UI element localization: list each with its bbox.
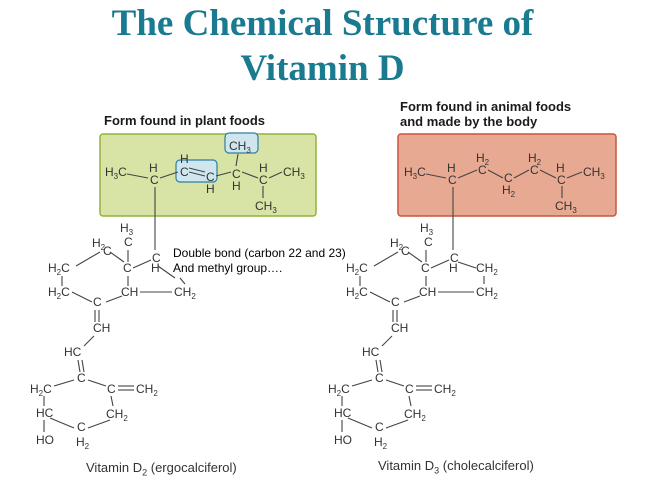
methyl-group-highlight bbox=[224, 132, 259, 154]
svg-text:C: C bbox=[103, 244, 112, 258]
annotation-line-1: Double bond (carbon 22 and 23) bbox=[173, 246, 346, 260]
svg-text:C: C bbox=[232, 167, 241, 181]
svg-text:CH3: CH3 bbox=[255, 199, 277, 215]
svg-text:CH2: CH2 bbox=[174, 285, 196, 301]
svg-text:HC: HC bbox=[36, 406, 54, 420]
svg-text:HC: HC bbox=[334, 406, 352, 420]
svg-text:C: C bbox=[259, 173, 268, 187]
svg-text:C: C bbox=[375, 371, 384, 385]
svg-text:H: H bbox=[232, 179, 241, 193]
svg-text:C: C bbox=[107, 382, 116, 396]
svg-text:C: C bbox=[150, 173, 159, 187]
svg-text:CH2: CH2 bbox=[476, 261, 498, 277]
svg-text:CH: CH bbox=[93, 321, 110, 335]
svg-text:HO: HO bbox=[36, 433, 54, 447]
svg-text:C: C bbox=[530, 163, 539, 177]
svg-text:CH: CH bbox=[391, 321, 408, 335]
svg-text:C: C bbox=[424, 235, 433, 249]
svg-text:CH2: CH2 bbox=[106, 407, 128, 423]
svg-text:C: C bbox=[448, 173, 457, 187]
svg-text:H2: H2 bbox=[76, 435, 90, 451]
svg-text:CH3: CH3 bbox=[229, 139, 251, 155]
svg-text:H: H bbox=[447, 161, 456, 175]
plant-form-heading: Form found in plant foods bbox=[104, 113, 266, 128]
svg-text:C: C bbox=[152, 251, 161, 265]
svg-text:C: C bbox=[375, 420, 384, 434]
svg-text:H2C: H2C bbox=[346, 285, 368, 301]
svg-text:H2C: H2C bbox=[30, 382, 52, 398]
svg-text:CH2: CH2 bbox=[404, 407, 426, 423]
svg-text:CH2: CH2 bbox=[434, 382, 456, 398]
svg-text:H2C: H2C bbox=[48, 261, 70, 277]
svg-text:CH: CH bbox=[121, 285, 138, 299]
vitamin-d3-caption: Vitamin D3 (cholecalciferol) bbox=[378, 458, 534, 476]
svg-text:H2C: H2C bbox=[346, 261, 368, 277]
svg-text:H3C: H3C bbox=[105, 165, 127, 181]
svg-text:C: C bbox=[450, 251, 459, 265]
svg-text:CH3: CH3 bbox=[555, 199, 577, 215]
svg-text:H: H bbox=[449, 261, 458, 275]
svg-text:H2: H2 bbox=[374, 435, 388, 451]
svg-text:HO: HO bbox=[334, 433, 352, 447]
svg-text:C: C bbox=[391, 295, 400, 309]
svg-text:C: C bbox=[478, 163, 487, 177]
svg-text:H: H bbox=[180, 152, 189, 166]
page-title-line-1: The Chemical Structure of bbox=[111, 3, 534, 44]
svg-text:HC: HC bbox=[362, 345, 380, 359]
svg-text:CH2: CH2 bbox=[136, 382, 158, 398]
svg-text:H: H bbox=[206, 182, 215, 196]
svg-text:HC: HC bbox=[64, 345, 82, 359]
animal-form-heading-line-2: and made by the body bbox=[400, 114, 538, 129]
svg-text:H: H bbox=[556, 161, 565, 175]
svg-text:H: H bbox=[151, 261, 160, 275]
svg-text:H: H bbox=[259, 161, 268, 175]
svg-text:CH3: CH3 bbox=[283, 165, 305, 181]
svg-text:C: C bbox=[405, 382, 414, 396]
svg-text:H2C: H2C bbox=[328, 382, 350, 398]
svg-text:C: C bbox=[504, 171, 513, 185]
annotation-line-2: And methyl group…. bbox=[173, 261, 283, 275]
svg-text:H3C: H3C bbox=[404, 165, 426, 181]
svg-text:CH2: CH2 bbox=[476, 285, 498, 301]
svg-text:C: C bbox=[77, 371, 86, 385]
cholecalciferol-structure: H3C H C H2 C C H2 H2 C H C CH3 CH3 H3 C … bbox=[328, 151, 605, 451]
svg-text:H: H bbox=[149, 161, 158, 175]
svg-text:CH: CH bbox=[419, 285, 436, 299]
svg-text:C: C bbox=[123, 261, 132, 275]
vitamin-d2-caption: Vitamin D2 (ergocalciferol) bbox=[86, 460, 237, 478]
double-bond-highlight bbox=[175, 159, 218, 183]
svg-text:H2C: H2C bbox=[48, 285, 70, 301]
animal-form-heading-line-1: Form found in animal foods bbox=[400, 99, 572, 114]
svg-text:C: C bbox=[77, 420, 86, 434]
ergocalciferol-structure: H3C H C H C C H C H CH3 H C CH3 CH3 H3 C… bbox=[30, 139, 305, 451]
svg-text:C: C bbox=[401, 244, 410, 258]
svg-text:CH3: CH3 bbox=[583, 165, 605, 181]
svg-text:C: C bbox=[124, 235, 133, 249]
svg-text:C: C bbox=[421, 261, 430, 275]
svg-text:C: C bbox=[206, 170, 215, 184]
svg-text:C: C bbox=[180, 165, 189, 179]
svg-text:C: C bbox=[93, 295, 102, 309]
svg-text:C: C bbox=[557, 173, 566, 187]
page-title-line-2: Vitamin D bbox=[240, 48, 405, 89]
